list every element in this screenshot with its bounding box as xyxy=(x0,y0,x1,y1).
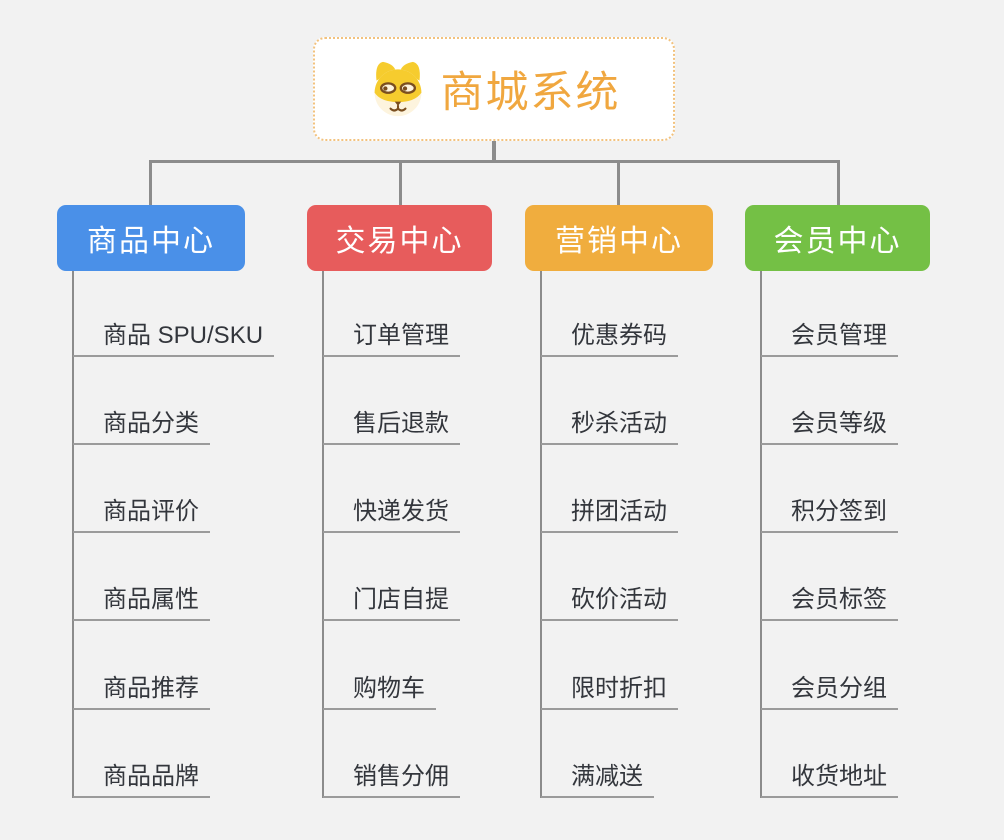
leaf-node[interactable]: 快递发货 xyxy=(323,498,460,533)
branch-node-marketing-center[interactable]: 营销中心 xyxy=(525,205,713,271)
connector-drop-3 xyxy=(617,160,620,205)
leaf-node[interactable]: 会员等级 xyxy=(761,410,898,445)
leaf-node[interactable]: 积分签到 xyxy=(761,498,898,533)
branch-node-member-center[interactable]: 会员中心 xyxy=(745,205,930,271)
leaf-node[interactable]: 收货地址 xyxy=(761,763,898,798)
leaf-node[interactable]: 商品评价 xyxy=(73,498,210,533)
connector-root-stub xyxy=(492,140,496,162)
root-title: 商城系统 xyxy=(440,69,621,117)
connector-bus xyxy=(151,160,839,163)
leaf-node[interactable]: 门店自提 xyxy=(323,586,460,621)
root-node-mall-system[interactable]: 商城系统 xyxy=(313,37,675,141)
leaf-node[interactable]: 限时折扣 xyxy=(541,675,678,710)
leaf-node[interactable]: 优惠券码 xyxy=(541,322,678,357)
leaf-node[interactable]: 砍价活动 xyxy=(541,586,678,621)
dog-face-icon xyxy=(374,61,421,117)
branch-node-product-center[interactable]: 商品中心 xyxy=(57,205,245,271)
leaf-node[interactable]: 销售分佣 xyxy=(323,763,460,798)
branch-label: 会员中心 xyxy=(773,225,902,258)
leaf-node[interactable]: 订单管理 xyxy=(323,322,460,357)
leaf-node[interactable]: 会员管理 xyxy=(761,322,898,357)
leaf-node[interactable]: 拼团活动 xyxy=(541,498,678,533)
connector-drop-1 xyxy=(149,160,152,205)
branch-label: 营销中心 xyxy=(555,225,683,258)
leaf-node[interactable]: 会员分组 xyxy=(761,675,898,710)
leaf-node[interactable]: 商品 SPU/SKU xyxy=(73,322,275,357)
branch-label: 商品中心 xyxy=(87,225,215,258)
leaf-node[interactable]: 商品分类 xyxy=(73,410,210,445)
leaf-node[interactable]: 购物车 xyxy=(323,675,436,710)
leaf-node[interactable]: 满减送 xyxy=(541,763,654,798)
leaf-node[interactable]: 商品属性 xyxy=(73,586,210,621)
connector-drop-4 xyxy=(837,160,840,205)
connector-drop-2 xyxy=(399,160,402,205)
leaf-node[interactable]: 会员标签 xyxy=(761,586,898,621)
leaf-node[interactable]: 秒杀活动 xyxy=(541,410,678,445)
leaf-node[interactable]: 商品品牌 xyxy=(73,763,210,798)
leaf-node[interactable]: 售后退款 xyxy=(323,410,460,445)
branch-node-trade-center[interactable]: 交易中心 xyxy=(307,205,492,271)
branch-label: 交易中心 xyxy=(335,225,464,258)
leaf-node[interactable]: 商品推荐 xyxy=(73,675,210,710)
